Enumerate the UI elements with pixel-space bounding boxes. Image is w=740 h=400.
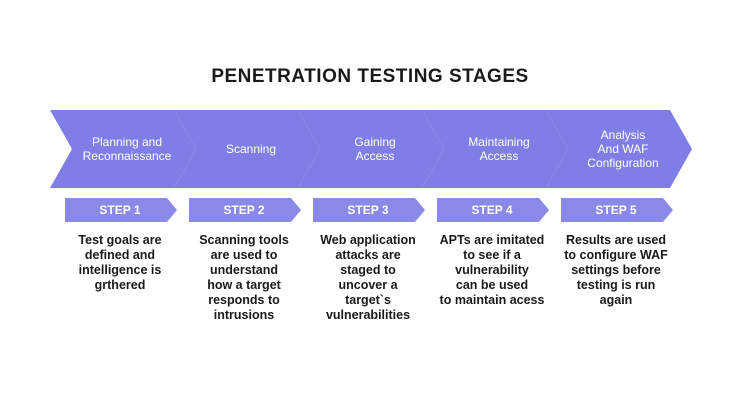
stage-chevron-2: Scanning — [174, 110, 320, 188]
diagram-title: PENETRATION TESTING STAGES — [211, 66, 529, 87]
description-line: Web application — [320, 233, 416, 247]
step-tag-5: STEP 5 — [561, 198, 673, 222]
stage-label-line: And WAF — [598, 142, 649, 156]
stage-label-line: Access — [356, 149, 395, 163]
step-tag-shape — [189, 198, 301, 222]
chevron-shape — [50, 110, 196, 188]
description-line: uncover a — [338, 278, 398, 292]
stage-label-line: Configuration — [587, 156, 658, 170]
step-label: STEP 1 — [99, 203, 140, 217]
description-line: staged to — [340, 263, 396, 277]
description-line: APTs are imitated — [439, 233, 545, 247]
step-tag-shape — [437, 198, 549, 222]
description-line: testing is run — [576, 278, 656, 292]
step-tag-1: STEP 1 — [65, 198, 177, 222]
description-line: vulnerability — [455, 263, 529, 277]
stage-label-line: Planning and — [92, 135, 162, 149]
chevron-shape — [174, 110, 320, 188]
chevron-shape — [422, 110, 568, 188]
step-tag-4: STEP 4 — [437, 198, 549, 222]
description-line: defined and — [84, 248, 156, 262]
step-label: STEP 2 — [223, 203, 264, 217]
step-label: STEP 5 — [595, 203, 636, 217]
stage-label-line: Reconnaissance — [83, 149, 172, 163]
stage-label-line: Gaining — [354, 135, 395, 149]
stage-label: Scanning — [226, 142, 276, 156]
description-line: Test goals are — [78, 233, 162, 247]
description-line: to see if a — [463, 248, 521, 262]
chevron-shape — [298, 110, 444, 188]
step-tag-shape — [561, 198, 673, 222]
description-line: are used to — [210, 248, 278, 262]
description-line: responds to — [208, 293, 280, 307]
stage-label-line: Access — [480, 149, 519, 163]
step-label: STEP 4 — [471, 203, 512, 217]
description-line: intrusions — [213, 308, 275, 322]
stage-label-line: Analysis — [601, 128, 646, 142]
step-tag-3: STEP 3 — [313, 198, 425, 222]
description-line: to configure WAF — [564, 248, 668, 262]
description-line: understand — [209, 263, 279, 277]
description-line: again — [599, 293, 633, 307]
description-line: can be used — [455, 278, 529, 292]
step-tag-shape — [65, 198, 177, 222]
description-line: intelligence is — [78, 263, 162, 277]
chevron-shape — [546, 110, 692, 188]
step-tag-shape — [313, 198, 425, 222]
description-line: vulnerabilities — [325, 308, 411, 322]
description-line: how a target — [207, 278, 281, 292]
step-label: STEP 3 — [347, 203, 388, 217]
stage-label-line: Maintaining — [468, 135, 529, 149]
description-line: settings before — [571, 263, 661, 277]
description-line: attacks are — [335, 248, 401, 262]
description-line: Results are used — [565, 233, 667, 247]
step-tag-2: STEP 2 — [189, 198, 301, 222]
description-line: target`s — [345, 293, 391, 307]
description-line: Scanning tools — [199, 233, 289, 247]
description-line: grthered — [94, 278, 146, 292]
description-line: to maintain acess — [439, 293, 545, 307]
stage-label-line: Scanning — [226, 142, 276, 156]
